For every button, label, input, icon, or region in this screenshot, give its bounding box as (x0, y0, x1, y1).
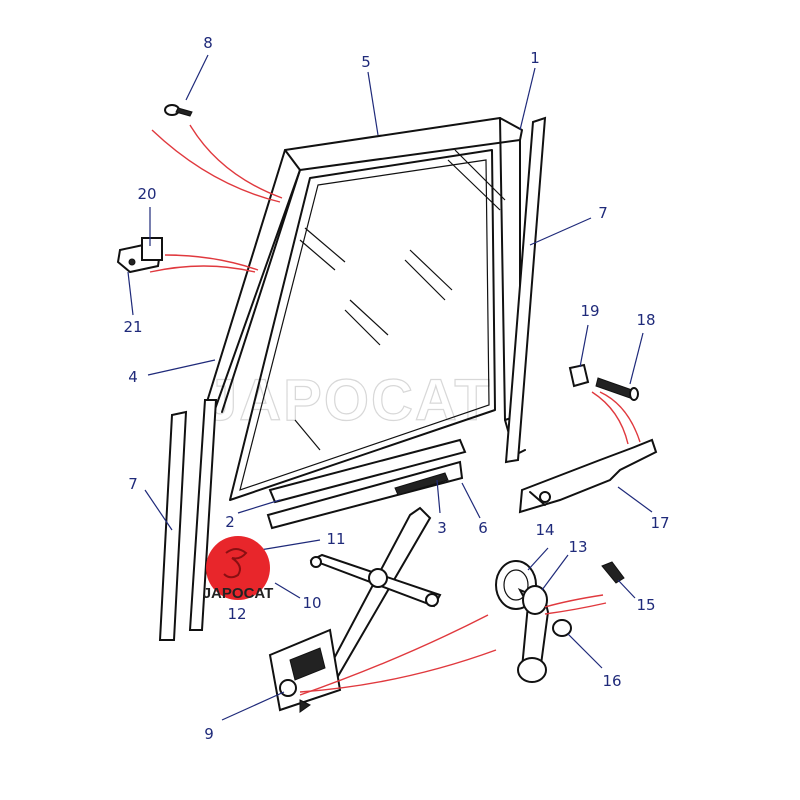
logo-circle (206, 536, 270, 600)
callout-9: 9 (204, 725, 214, 743)
handle-17 (518, 438, 658, 514)
callout-5: 5 (361, 53, 371, 71)
callout-17: 17 (650, 514, 669, 532)
leader-lines (127, 54, 653, 721)
logo-text: JAPOCAT (203, 585, 274, 602)
japocat-logo: JAPOCAT (203, 536, 274, 602)
knob-16 (552, 619, 572, 637)
callout-7-right: 7 (598, 204, 608, 222)
callout-4: 4 (128, 368, 138, 386)
glass-run-channel-left (158, 399, 218, 641)
winder-handle (495, 560, 550, 683)
callout-15: 15 (636, 596, 655, 614)
callout-13: 13 (568, 538, 587, 556)
callout-18: 18 (636, 311, 655, 329)
clip-20-21 (116, 237, 163, 274)
callout-1: 1 (530, 49, 540, 67)
callout-10: 10 (302, 594, 321, 612)
callout-3: 3 (437, 519, 447, 537)
callout-11: 11 (326, 530, 345, 548)
screw-8 (164, 104, 193, 117)
screw-15 (601, 561, 625, 584)
callout-21: 21 (123, 318, 142, 336)
window-frame (205, 117, 526, 530)
callout-8: 8 (203, 34, 213, 52)
callout-14: 14 (535, 521, 554, 539)
callout-labels: 8 5 1 20 7 19 18 21 4 7 2 3 6 17 11 14 1… (123, 34, 669, 743)
bracket-19 (568, 363, 590, 388)
callout-20: 20 (137, 185, 156, 203)
callout-16: 16 (602, 672, 621, 690)
glass-run-channel-right (504, 116, 547, 464)
callout-19: 19 (580, 302, 599, 320)
callout-6: 6 (478, 519, 488, 537)
watermark-text: JAPOCAT (205, 368, 492, 433)
logo-mark (223, 548, 248, 579)
screw-18 (595, 377, 639, 401)
callout-12: 12 (227, 605, 246, 623)
highlight-lines (149, 124, 641, 696)
regulator-assembly (268, 506, 442, 713)
callout-2: 2 (225, 513, 235, 531)
callout-7-left: 7 (128, 475, 138, 493)
